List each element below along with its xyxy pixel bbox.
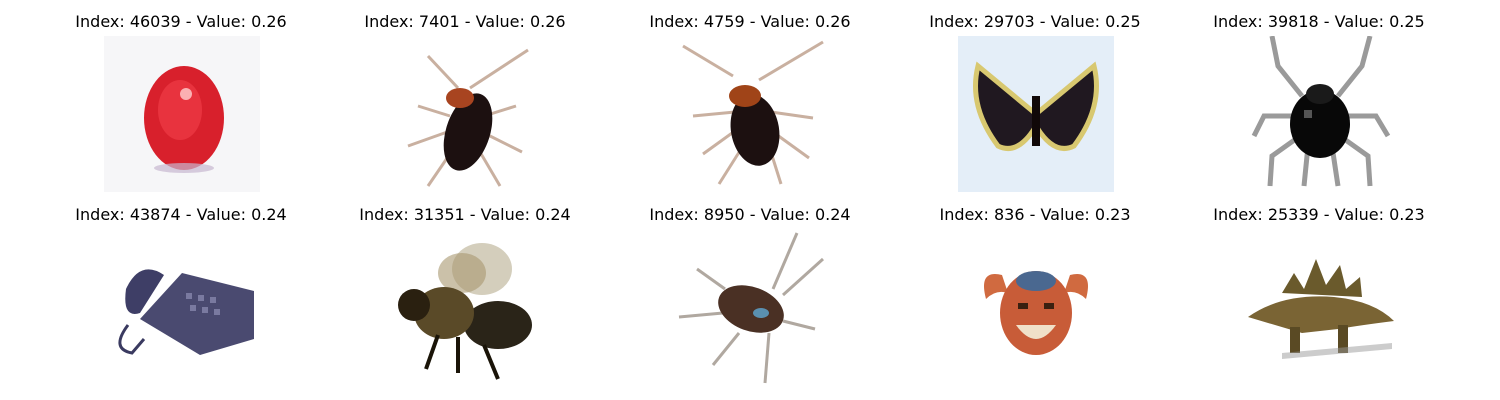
panel-title: Index: 836 - Value: 0.23	[939, 205, 1131, 224]
panel-5: Index: 39818 - Value: 0.25	[1174, 0, 1464, 194]
panel-title: Index: 29703 - Value: 0.25	[929, 12, 1141, 31]
panel-1: Index: 46039 - Value: 0.26	[36, 0, 326, 194]
bee-icon	[388, 229, 544, 385]
panel-9: Index: 836 - Value: 0.23	[890, 193, 1180, 387]
butterfly-icon	[958, 36, 1114, 192]
panel-3: Index: 4759 - Value: 0.26	[605, 0, 895, 194]
panel-4: Index: 29703 - Value: 0.25	[890, 0, 1180, 194]
telephone-icon	[104, 229, 260, 385]
crab-icon	[958, 229, 1114, 385]
panel-title: Index: 39818 - Value: 0.25	[1213, 12, 1425, 31]
stegosaurus-icon	[1242, 229, 1398, 385]
panel-title: Index: 8950 - Value: 0.24	[649, 205, 851, 224]
panel-title: Index: 43874 - Value: 0.24	[75, 205, 287, 224]
panel-title: Index: 31351 - Value: 0.24	[359, 205, 571, 224]
panel-title: Index: 7401 - Value: 0.26	[364, 12, 566, 31]
panel-title: Index: 25339 - Value: 0.23	[1213, 205, 1425, 224]
beetle-icon	[1242, 36, 1398, 192]
apple-icon	[104, 36, 260, 192]
panel-10: Index: 25339 - Value: 0.23	[1174, 193, 1464, 387]
cockroach-icon	[388, 36, 544, 192]
panel-6: Index: 43874 - Value: 0.24	[36, 193, 326, 387]
panel-7: Index: 31351 - Value: 0.24	[320, 193, 610, 387]
panel-2: Index: 7401 - Value: 0.26	[320, 0, 610, 194]
cockroach-icon	[673, 229, 829, 385]
panel-title: Index: 46039 - Value: 0.26	[75, 12, 287, 31]
panel-title: Index: 4759 - Value: 0.26	[649, 12, 851, 31]
panel-8: Index: 8950 - Value: 0.24	[605, 193, 895, 387]
cockroach-icon	[673, 36, 829, 192]
